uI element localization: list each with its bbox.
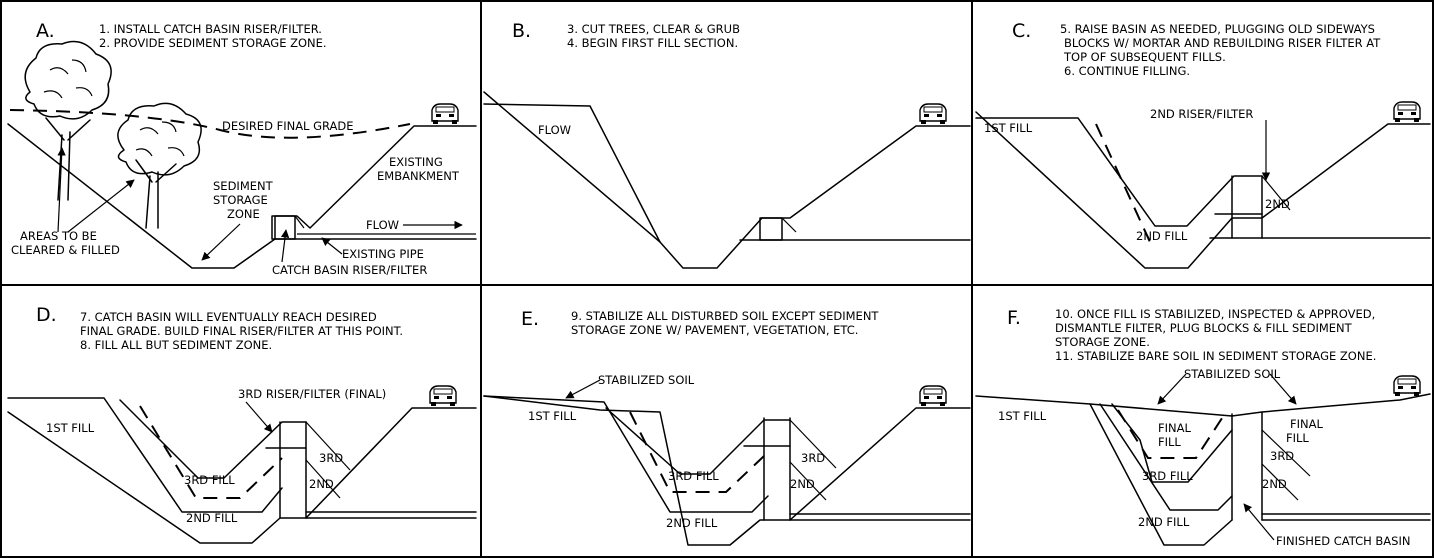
panel-c-note-2: BLOCKS W/ MORTAR AND REBUILDING RISER FI… (1064, 36, 1381, 50)
panel-e-note-1: 9. STABILIZE ALL DISTURBED SOIL EXCEPT S… (571, 309, 879, 323)
panel-d-label-3rd-fill: 3RD FILL (184, 473, 235, 487)
panel-f-label-finished: FINISHED CATCH BASIN (1276, 534, 1410, 548)
panel-a-label-zone: ZONE (227, 207, 260, 221)
panel-f-note-2: DISMANTLE FILTER, PLUG BLOCKS & FILL SED… (1055, 321, 1353, 335)
panel-c-note-3: TOP OF SUBSEQUENT FILLS. (1063, 50, 1226, 64)
car-icon (429, 385, 457, 407)
panel-e-label-2nd: 2ND (790, 477, 815, 491)
panel-a-label-areas: AREAS TO BE (20, 229, 97, 243)
panel-a-label-catch-basin: CATCH BASIN RISER/FILTER (272, 263, 427, 277)
panel-e-note-2: STORAGE ZONE W/ PAVEMENT, VEGETATION, ET… (571, 323, 858, 337)
panel-d-label-2nd-fill: 2ND FILL (186, 511, 238, 525)
panel-c-letter: C. (1012, 20, 1031, 42)
panel-e: E. 9. STABILIZE ALL DISTURBED SOIL EXCEP… (483, 308, 971, 546)
panel-a-label-existing: EXISTING (389, 155, 443, 169)
panel-f-label-final-r1: FINAL (1290, 417, 1323, 431)
panel-c-label-2nd-fill: 2ND FILL (1136, 229, 1188, 243)
panel-f-note-3: STORAGE ZONE. (1055, 335, 1150, 349)
panel-a-label-sediment: SEDIMENT (213, 179, 274, 193)
car-icon (1393, 101, 1421, 123)
panel-f-label-3rd: 3RD (1270, 449, 1294, 463)
panel-f-label-stabilized: STABILIZED SOIL (1184, 367, 1281, 381)
panel-c-label-2nd: 2ND (1265, 197, 1290, 211)
panel-c-note-1: 5. RAISE BASIN AS NEEDED, PLUGGING OLD S… (1060, 22, 1375, 36)
panel-e-label-2nd-fill: 2ND FILL (666, 516, 718, 530)
panel-a-letter: A. (36, 20, 55, 42)
panel-f-label-3rd-fill: 3RD FILL (1142, 469, 1193, 483)
panel-b-label-flow: FLOW (538, 123, 571, 137)
panel-c-label-2nd-riser: 2ND RISER/FILTER (1150, 107, 1253, 121)
panel-e-label-1st-fill: 1ST FILL (528, 409, 577, 423)
panel-d-label-3rd-riser: 3RD RISER/FILTER (FINAL) (238, 387, 386, 401)
panel-c-note-4: 6. CONTINUE FILLING. (1064, 64, 1190, 78)
panel-f-label-2nd: 2ND (1262, 477, 1287, 491)
panel-b-note-1: 3. CUT TREES, CLEAR & GRUB (567, 22, 740, 36)
panel-f-ground (975, 393, 1431, 417)
panel-a-note-2: 2. PROVIDE SEDIMENT STORAGE ZONE. (99, 36, 327, 50)
panel-d-note-1: 7. CATCH BASIN WILL EVENTUALLY REACH DES… (80, 310, 377, 324)
panel-e-label-3rd: 3RD (801, 451, 825, 465)
panel-a-label-flow: FLOW (366, 218, 399, 232)
panel-d-label-1st-fill: 1ST FILL (46, 421, 95, 435)
panel-f-label-2nd-fill: 2ND FILL (1138, 515, 1190, 529)
panel-a-label-storage: STORAGE (213, 193, 268, 207)
panel-f-label-final-l2: FILL (1158, 435, 1181, 449)
panel-e-ground (483, 395, 971, 546)
panel-a-label-existing-pipe: EXISTING PIPE (342, 247, 424, 261)
panel-c-label-1st-fill: 1ST FILL (984, 121, 1033, 135)
panel-e-label-stabilized: STABILIZED SOIL (598, 373, 695, 387)
car-icon (919, 385, 947, 407)
panel-e-label-3rd-fill: 3RD FILL (668, 469, 719, 483)
panel-d-label-3rd: 3RD (319, 451, 343, 465)
panel-b-ground (483, 91, 971, 269)
panel-d-note-3: 8. FILL ALL BUT SEDIMENT ZONE. (80, 338, 272, 352)
panel-f-note-1: 10. ONCE FILL IS STABILIZED, INSPECTED &… (1055, 307, 1375, 321)
panel-c: C. 5. RAISE BASIN AS NEEDED, PLUGGING OL… (975, 20, 1431, 269)
car-icon (1393, 375, 1421, 397)
tree-icon (24, 40, 112, 201)
panel-b: B. 3. CUT TREES, CLEAR & GRUB 4. BEGIN F… (483, 20, 971, 269)
panel-a: A. 1. INSTALL CATCH BASIN RISER/FILTER. … (7, 20, 477, 277)
panel-f-note-4: 11. STABILIZE BARE SOIL IN SEDIMENT STOR… (1055, 349, 1376, 363)
panel-b-letter: B. (512, 20, 531, 42)
panel-a-desired-grade-line (9, 109, 411, 139)
panel-d-letter: D. (36, 304, 57, 326)
panel-f-label-final-r2: FILL (1286, 431, 1309, 445)
tree-icon (117, 102, 202, 229)
panel-f-label-final-l1: FINAL (1158, 421, 1191, 435)
car-icon (919, 103, 947, 125)
panel-b-note-2: 4. BEGIN FIRST FILL SECTION. (567, 36, 738, 50)
panel-e-letter: E. (521, 308, 539, 330)
panel-a-label-embankment: EMBANKMENT (377, 169, 460, 183)
panel-a-label-desired-grade: DESIRED FINAL GRADE (222, 119, 354, 133)
panel-f: F. 10. ONCE FILL IS STABILIZED, INSPECTE… (975, 307, 1431, 548)
panel-d: D. 7. CATCH BASIN WILL EVENTUALLY REACH … (7, 304, 477, 544)
car-icon (431, 103, 459, 125)
panel-a-label-cleared: CLEARED & FILLED (11, 243, 120, 257)
panel-a-note-1: 1. INSTALL CATCH BASIN RISER/FILTER. (99, 22, 322, 36)
panel-a-riser (271, 215, 296, 240)
panel-f-letter: F. (1007, 307, 1021, 329)
panel-c-ground (975, 111, 1431, 269)
panel-f-label-1st-fill: 1ST FILL (998, 409, 1047, 423)
panel-d-label-2nd: 2ND (309, 477, 334, 491)
panel-d-note-2: FINAL GRADE. BUILD FINAL RISER/FILTER AT… (80, 324, 403, 338)
